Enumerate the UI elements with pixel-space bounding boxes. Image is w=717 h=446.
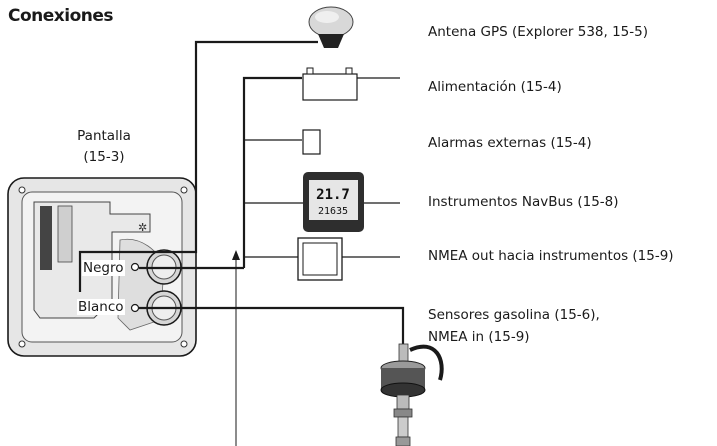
gps-cable bbox=[78, 40, 318, 292]
display-ref: (15-3) bbox=[83, 149, 125, 165]
bus-cable bbox=[242, 76, 302, 268]
page-title: Conexiones bbox=[8, 6, 114, 26]
port-white-label: Blanco bbox=[77, 299, 125, 315]
connection-label-power: Alimentación (15-4) bbox=[428, 79, 562, 95]
nmea-instrument-icon bbox=[297, 237, 343, 281]
gps-antenna-icon bbox=[308, 6, 354, 48]
display-label: Pantalla bbox=[77, 128, 131, 144]
lcd-line2: 21635 bbox=[318, 206, 348, 217]
connection-label-gps: Antena GPS (Explorer 538, 15-5) bbox=[428, 24, 648, 40]
white-port-cable bbox=[139, 306, 405, 346]
port-black-label: Negro bbox=[82, 260, 125, 276]
fuel-sensor-icon bbox=[380, 343, 444, 446]
connection-label-fuel-sensors: Sensores gasolina (15-6), bbox=[428, 307, 600, 323]
navbus-instrument-icon: 21.7 21635 bbox=[303, 172, 364, 232]
connection-label-navbus: Instrumentos NavBus (15-8) bbox=[428, 194, 619, 210]
lcd-line1: 21.7 bbox=[316, 187, 350, 203]
connection-label-alarms: Alarmas externas (15-4) bbox=[428, 135, 592, 151]
pointer-arrowhead bbox=[232, 250, 240, 260]
connection-label-nmea-in: NMEA in (15-9) bbox=[428, 329, 530, 345]
external-alarm-icon bbox=[302, 129, 321, 155]
battery-icon bbox=[302, 67, 358, 101]
connection-label-nmea-out: NMEA out hacia instrumentos (15-9) bbox=[428, 248, 674, 264]
svg-text:✲: ✲ bbox=[138, 221, 147, 234]
